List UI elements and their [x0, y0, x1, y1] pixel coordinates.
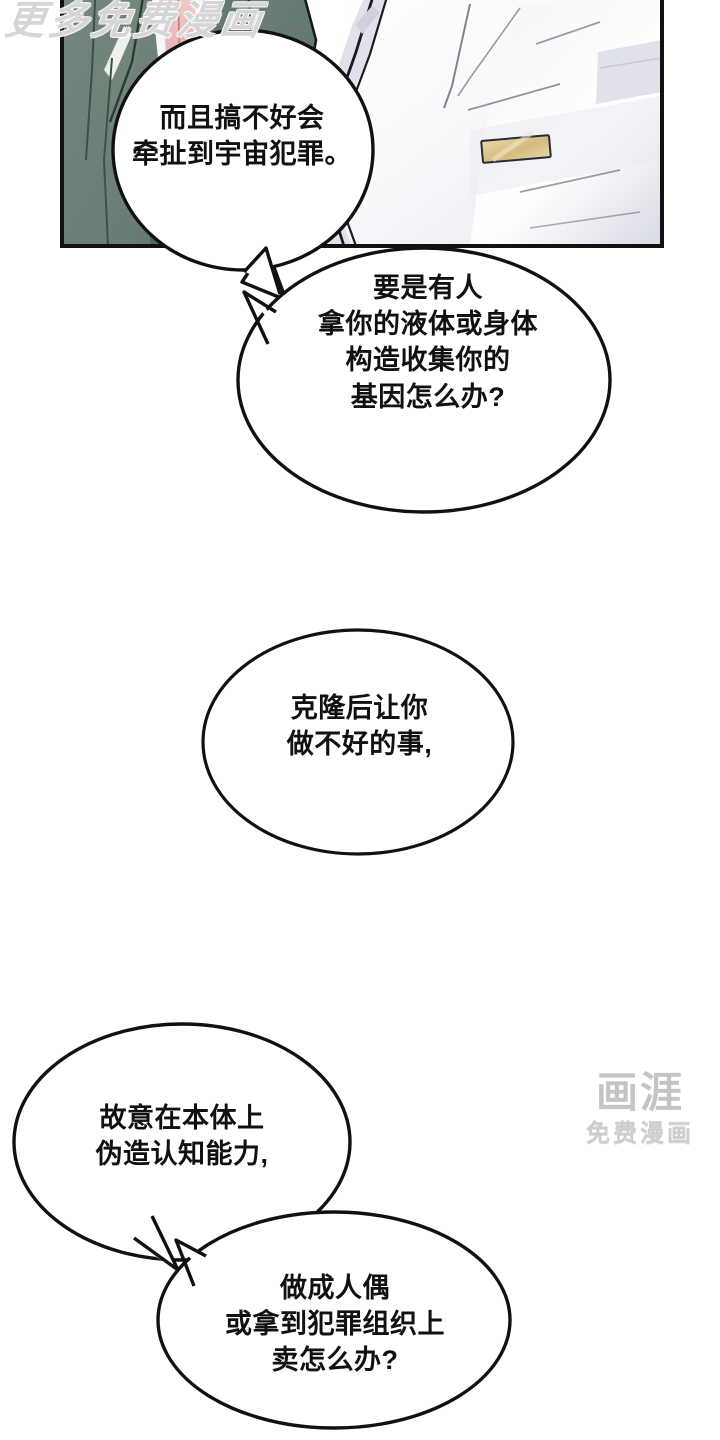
bubble-1-text: 而且搞不好会 牵扯到宇宙犯罪。: [132, 103, 352, 170]
crease-3: [535, 21, 601, 45]
crease-4: [467, 83, 561, 111]
shade-band-2: [470, 96, 662, 196]
crease-7: [599, 57, 662, 69]
name-badge: [480, 130, 552, 164]
bubble-2-text: 要是有人 拿你的液体或身体 构造收集你的 基因怎么办?: [318, 273, 538, 412]
bubble-3-text: 克隆后让你 做不好的事,: [286, 693, 433, 760]
watermark-brand: 画涯 免费漫画: [560, 1072, 720, 1146]
bubble-4-tail-stroke: [133, 1215, 180, 1272]
collar-notch: [356, 6, 380, 34]
shade-band: [596, 40, 662, 104]
crease-5: [519, 169, 621, 193]
crease-2: [457, 7, 521, 97]
watermark-brand-logo: 画涯: [595, 1069, 684, 1116]
bubble-4-tail-fill: [140, 1218, 176, 1268]
crease-1: [443, 3, 471, 109]
bubble-5-text: 做成人偶 或拿到犯罪组织上 卖怎么办?: [225, 1273, 445, 1376]
bubble-4-text: 故意在本体上 伪造认知能力,: [95, 1103, 269, 1170]
white-jacket-arm: [470, 0, 662, 246]
crease-6: [529, 211, 641, 229]
watermark-top-left: 更多免费漫画: [2, 0, 267, 43]
watermark-brand-subtitle: 免费漫画: [586, 1120, 694, 1147]
